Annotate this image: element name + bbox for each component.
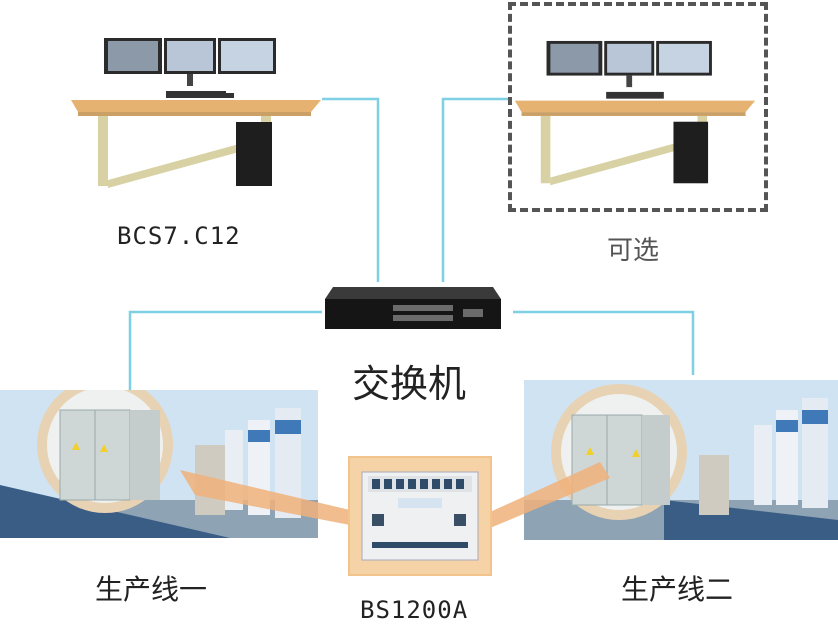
connector-switch-to-line-one: [128, 310, 322, 390]
controller-label: BS1200A: [360, 596, 469, 624]
control-cabinet-icon: [59, 409, 160, 501]
main-workstation-label: BCS7.C12: [117, 222, 241, 250]
line-two-photo: [524, 380, 838, 540]
silo-icon: [754, 398, 828, 508]
monitor-icon: [104, 38, 276, 86]
optional-workstation-label: 可选: [607, 236, 660, 266]
connector-switch-to-line-two: [513, 310, 695, 375]
monitor-icon: [546, 40, 712, 88]
controller-device-icon: [361, 471, 479, 561]
optional-dashed-frame: [508, 2, 768, 212]
callout-beam-left: [180, 470, 350, 525]
optional-workstation: [514, 40, 756, 186]
connector-optional-to-switch: [441, 97, 508, 282]
switch-label: 交换机: [352, 362, 467, 406]
line-two-label: 生产线二: [621, 573, 734, 606]
callout-beam-right: [490, 462, 610, 528]
connector-main-to-switch: [322, 97, 380, 282]
network-switch-icon: [325, 287, 501, 329]
control-cabinet-icon: [571, 414, 670, 506]
main-workstation: [71, 38, 321, 188]
line-one-label: 生产线一: [95, 573, 208, 606]
